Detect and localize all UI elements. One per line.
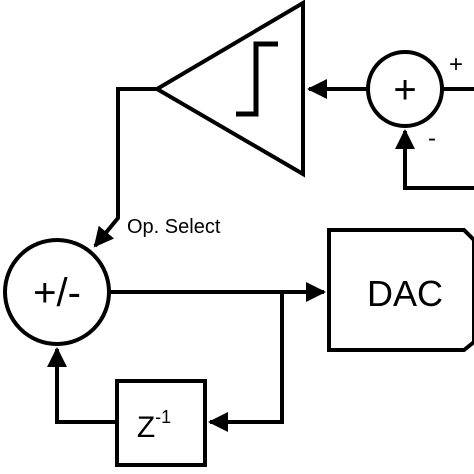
delay-block: Z-1 — [115, 379, 207, 467]
add-sub-junction: +/- — [3, 238, 111, 346]
op-select-label: Op. Select — [127, 216, 221, 238]
delay-to-adder-arrow — [47, 347, 117, 424]
op-select-arrow — [93, 87, 157, 248]
delay-label: Z-1 — [137, 407, 171, 444]
summing-right-plus-label: + — [449, 51, 463, 78]
minus-input-arrow — [395, 129, 474, 190]
add-sub-symbol: +/- — [33, 271, 81, 315]
summing-right-symbol: + — [393, 68, 416, 112]
summing-junction-right: + + - — [366, 50, 463, 152]
summing-right-minus-label: - — [428, 125, 436, 152]
branch-to-delay-arrow — [208, 292, 284, 432]
step-function-icon — [236, 41, 278, 117]
signal-lines — [47, 79, 474, 432]
dac-block: DAC — [327, 228, 474, 352]
dac-label: DAC — [367, 273, 443, 314]
comparator-block — [153, 0, 305, 178]
